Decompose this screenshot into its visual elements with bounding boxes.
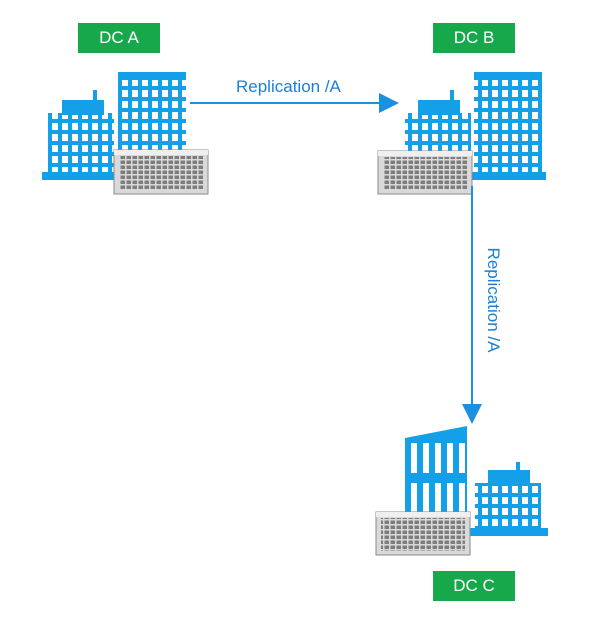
dc-b-label: DC B bbox=[433, 23, 515, 53]
dc-a-building-group bbox=[42, 72, 209, 195]
server-icon bbox=[375, 511, 471, 556]
server-icon bbox=[377, 150, 473, 195]
replication-label-b-c: Replication /A bbox=[484, 247, 503, 353]
dc-c-label: DC C bbox=[433, 571, 515, 601]
dc-a-label: DC A bbox=[78, 23, 160, 53]
dc-c-building-group bbox=[375, 426, 548, 556]
dc-b-building-group bbox=[377, 72, 546, 195]
replication-label-a-b: Replication /A bbox=[236, 77, 341, 96]
server-icon bbox=[113, 149, 209, 195]
